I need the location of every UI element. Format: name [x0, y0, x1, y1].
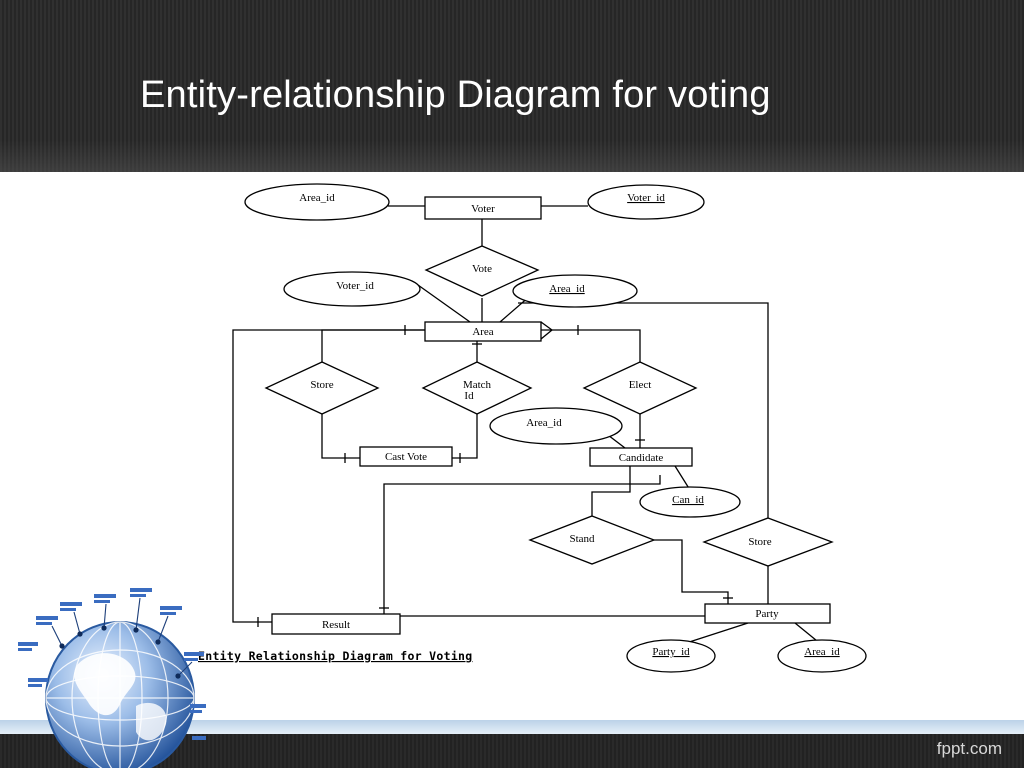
- rel-vote-label: Vote: [472, 263, 492, 275]
- rel-store-party-label: Store: [748, 536, 771, 548]
- rel-store-area-label: Store: [310, 379, 333, 391]
- attr-candidate-area-id-label: Area_id: [526, 417, 562, 429]
- attr-party-party-id: [626, 639, 716, 673]
- attr-candidate-can-id-label: Can_id: [672, 494, 704, 506]
- er-diagram: Voter Area Cast Vote Candidate Result Pa…: [198, 178, 914, 720]
- globe-icon: [8, 586, 208, 773]
- rel-match-label-2: Id: [464, 390, 474, 402]
- attr-area-area-id: [512, 274, 638, 308]
- attr-area-area-id-label: Area_id: [549, 283, 585, 295]
- rel-stand-label: Stand: [569, 533, 595, 545]
- entity-party-label: Party: [755, 608, 779, 620]
- attr-candidate-area-id: [489, 407, 623, 445]
- attr-party-area-id: [777, 639, 867, 673]
- rel-match-id: [421, 361, 533, 415]
- link-candidate-stand: [591, 466, 631, 520]
- link-area-elect: [541, 329, 641, 366]
- entity-party: [704, 603, 831, 624]
- entity-result-label: Result: [322, 619, 350, 631]
- attr-party-area-id-label: Area_id: [804, 646, 840, 658]
- attr-candidate-can-id: [639, 486, 741, 518]
- link-candidate-result: [383, 475, 661, 614]
- rel-store-area: [264, 361, 380, 415]
- entity-cast-vote: [359, 446, 453, 467]
- attr-voter-area-id-label: Area_id: [299, 192, 335, 204]
- rel-match-label-1: Match: [463, 379, 492, 391]
- link-area-store: [321, 329, 425, 366]
- slide-title: Entity-relationship Diagram for voting: [140, 74, 771, 116]
- link-match-castvote: [452, 414, 478, 459]
- er-diagram-canvas: Voter Area Cast Vote Candidate Result Pa…: [198, 183, 867, 673]
- link-candidate-can-id: [674, 465, 691, 491]
- attr-party-party-id-label: Party_id: [652, 646, 690, 658]
- brand-label: fppt.com: [936, 739, 1002, 758]
- entity-area: [424, 321, 542, 342]
- rel-stand: [528, 515, 656, 565]
- header-shine: [0, 140, 1024, 172]
- link-area-voter-id: [417, 284, 471, 323]
- attr-voter-area-id: [244, 183, 390, 221]
- link-store-castvote: [321, 414, 360, 459]
- entity-cast-vote-label: Cast Vote: [385, 451, 427, 463]
- footer-band: [0, 720, 1024, 734]
- attr-voter-voter-id-label: Voter_id: [627, 192, 665, 204]
- rel-vote: [424, 245, 540, 297]
- globe-icon-graphic: [18, 588, 206, 773]
- entity-candidate: [589, 447, 693, 467]
- entity-area-label: Area: [472, 326, 493, 338]
- attr-area-voter-id: [283, 271, 421, 307]
- entity-result: [271, 613, 401, 635]
- attr-voter-voter-id: [587, 184, 705, 220]
- diagram-caption: Entity Relationship Diagram for Voting: [198, 649, 473, 663]
- attr-area-voter-id-label: Voter_id: [336, 280, 374, 292]
- entity-candidate-label: Candidate: [619, 452, 664, 464]
- entity-voter-label: Voter: [471, 203, 495, 215]
- entity-voter: [424, 196, 542, 220]
- crows-foot-area: [540, 321, 554, 340]
- link-stand-party: [654, 539, 729, 604]
- rel-elect-label: Elect: [629, 379, 652, 391]
- rel-elect: [582, 361, 698, 415]
- rel-store-party: [702, 517, 834, 567]
- slide-header: Entity-relationship Diagram for voting: [0, 0, 1024, 172]
